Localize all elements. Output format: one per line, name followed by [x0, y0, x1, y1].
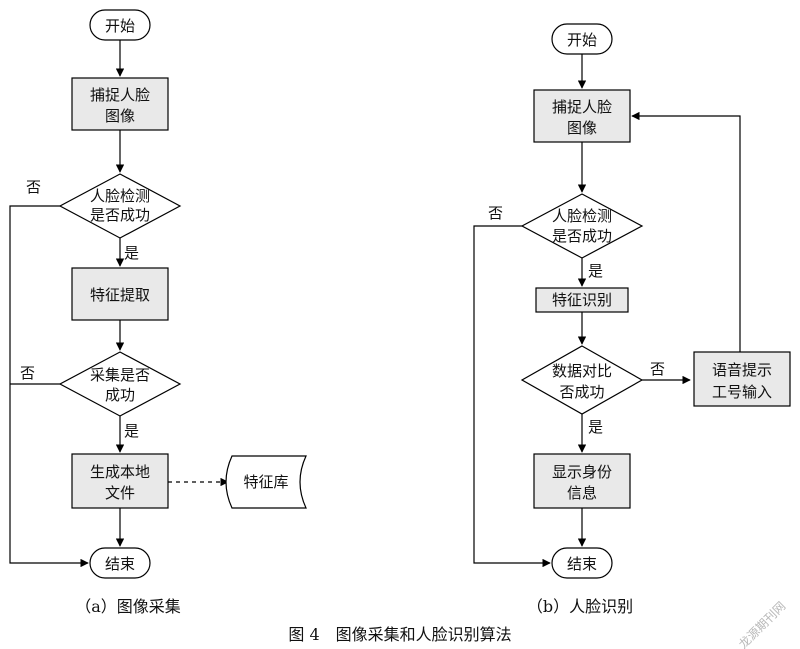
b-recognize-label: 特征识别 [552, 291, 612, 309]
b-voice-label-1: 语音提示 [712, 361, 772, 379]
b-capture-label-2: 图像 [567, 119, 597, 137]
b-detect-label-2: 是否成功 [552, 227, 612, 245]
a-capture-node [71, 77, 169, 131]
b-voice-node [693, 351, 791, 407]
diagram-b: 开始 捕捉人脸 图像 人脸检测 是否成功 是 否 特征识别 数据对比 否成功 是… [473, 23, 791, 616]
b-compare-label-2: 否成功 [559, 383, 604, 401]
diagram-a: 开始 捕捉人脸 图像 人脸检测 是否成功 是 否 特征提取 采集是否 成功 是 … [9, 9, 307, 616]
a-end-label: 结束 [105, 555, 135, 573]
b-yes-2: 是 [588, 418, 603, 436]
a-generate-label-1: 生成本地 [90, 463, 150, 481]
b-show-label-2: 信息 [567, 484, 597, 502]
a-caption: （a）图像采集 [75, 597, 181, 616]
b-voice-label-2: 工号输入 [712, 383, 772, 401]
b-no-path-1 [473, 225, 551, 568]
a-no-1: 否 [26, 178, 41, 196]
watermark: 龙源期刊网 [736, 599, 788, 649]
a-collect-label-1: 采集是否 [90, 366, 150, 384]
b-capture-label-1: 捕捉人脸 [552, 98, 612, 116]
a-library-storage [225, 455, 307, 509]
a-detect-label-1: 人脸检测 [90, 187, 150, 205]
b-caption: （b）人脸识别 [527, 597, 633, 616]
a-yes-2: 是 [124, 422, 139, 440]
b-compare-label-1: 数据对比 [552, 362, 612, 380]
a-extract-label: 特征提取 [90, 286, 150, 304]
a-capture-label-1: 捕捉人脸 [90, 86, 150, 104]
a-yes-1: 是 [124, 244, 139, 262]
a-capture-label-2: 图像 [105, 107, 135, 125]
b-loop-voice-capture [631, 111, 741, 352]
a-no-2: 否 [20, 364, 35, 382]
b-end-label: 结束 [567, 555, 597, 573]
a-generate-node [71, 453, 169, 509]
figure-caption: 图 4 图像采集和人脸识别算法 [288, 625, 511, 644]
a-library-label: 特征库 [243, 473, 288, 491]
a-detect-label-2: 是否成功 [90, 206, 150, 224]
b-detect-label-1: 人脸检测 [552, 207, 612, 225]
a-collect-label-2: 成功 [105, 386, 135, 404]
b-end-node [551, 547, 613, 579]
b-show-label-1: 显示身份 [552, 463, 612, 481]
b-no-1: 否 [488, 204, 503, 222]
a-collect-decision [58, 351, 182, 417]
b-start-label: 开始 [567, 31, 597, 49]
b-no-2: 否 [650, 360, 665, 378]
a-end-node [89, 547, 151, 579]
b-show-node [533, 453, 631, 509]
a-extract-node [71, 267, 169, 321]
b-capture-node [533, 89, 631, 143]
a-generate-label-2: 文件 [105, 484, 135, 502]
b-yes-1: 是 [588, 262, 603, 280]
b-detect-decision [520, 193, 644, 259]
b-compare-decision [520, 345, 644, 415]
a-start-label: 开始 [105, 17, 135, 35]
b-recognize-node [535, 287, 629, 313]
